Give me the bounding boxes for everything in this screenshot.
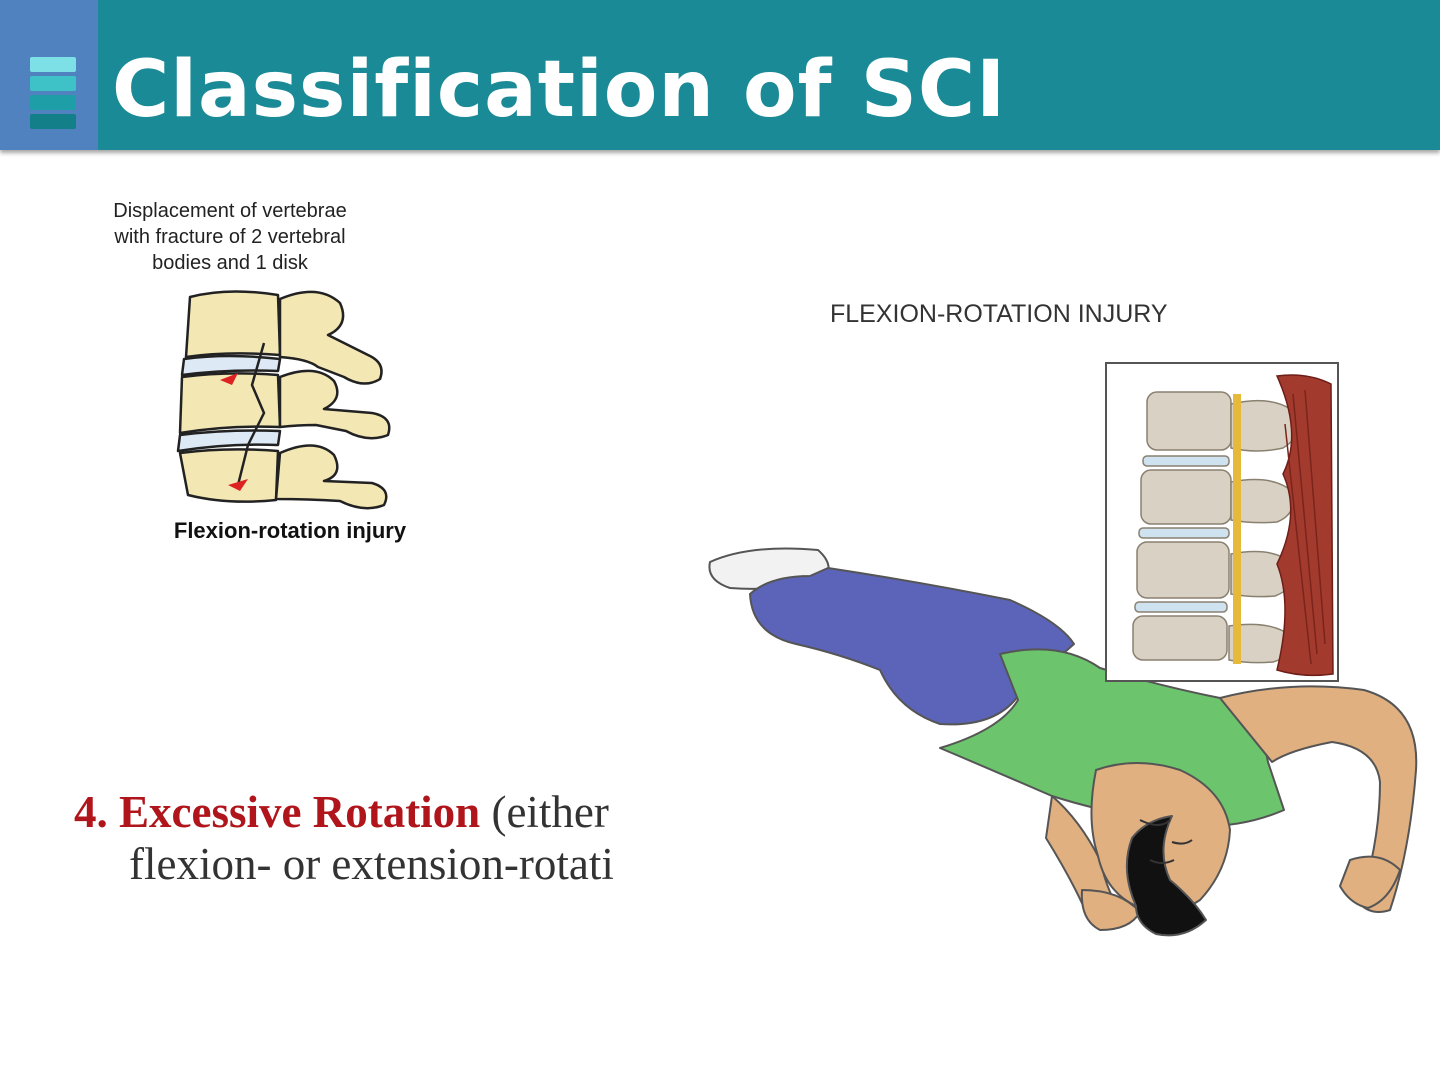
bullet-line-2: flexion- or extension-rotati: [129, 839, 614, 889]
bullet-term: Excessive Rotation: [119, 787, 481, 837]
header-side-panel: [0, 0, 98, 150]
bullet-point-excessive-rotation: 4. Excessive Rotation (either flexion- o…: [74, 786, 670, 906]
caption-line: Displacement of vertebrae: [113, 200, 347, 222]
bullet-line-1: 4. Excessive Rotation (either: [74, 786, 670, 838]
bullet-rest: (either: [480, 787, 609, 837]
bullet-number: 4.: [74, 787, 108, 837]
slide-header: Classification of SCI: [0, 0, 1440, 150]
vertebrae-fracture-illustration: [176, 290, 391, 510]
caption-line: with fracture of 2 vertebral: [114, 226, 346, 248]
right-figure-caption: FLEXION-ROTATION INJURY: [830, 300, 1168, 328]
left-figure-caption: Displacement of vertebrae with fracture …: [60, 198, 400, 276]
slide-title: Classification of SCI: [112, 45, 1007, 135]
spine-inset-box: [1105, 362, 1339, 682]
stacked-bars-icon: [30, 57, 76, 129]
spine-segment-illustration: [1132, 374, 1334, 677]
caption-line: bodies and 1 disk: [152, 252, 308, 274]
fallen-person-illustration: [708, 547, 1418, 937]
left-figure-label: Flexion-rotation injury: [173, 518, 407, 543]
